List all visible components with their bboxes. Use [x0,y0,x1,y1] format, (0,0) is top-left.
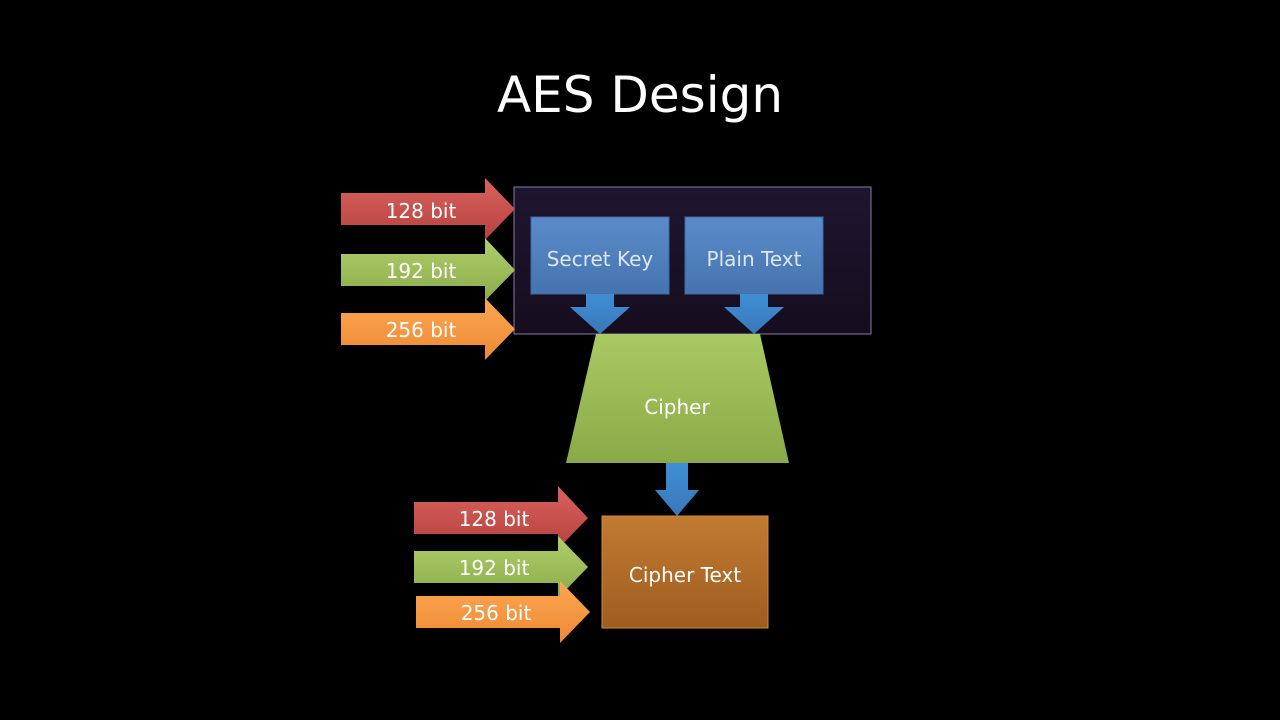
slide-title: AES Design [496,66,784,124]
bottom-arrow-128-label: 128 bit [459,507,530,531]
bottom-arrow-192-label: 192 bit [459,556,530,580]
secret-key-box: Secret Key [530,216,670,295]
plain-text-box: Plain Text [684,216,824,295]
top-arrow-192-label: 192 bit [386,259,457,283]
bottom-arrow-256: 256 bit [416,581,590,643]
cipher-text-box: Cipher Text [601,515,769,629]
cipher-block: Cipher [566,334,789,463]
bottom-arrow-192: 192 bit [414,536,588,598]
top-arrow-192: 192 bit [341,238,515,301]
top-arrow-128: 128 bit [341,178,515,240]
plain-text-label: Plain Text [707,247,802,271]
top-arrow-256: 256 bit [341,298,515,360]
bottom-arrow-128: 128 bit [414,486,588,549]
cipher-label: Cipher [644,395,710,419]
secret-key-label: Secret Key [547,247,654,271]
top-arrow-256-label: 256 bit [386,318,457,342]
bottom-arrow-256-label: 256 bit [461,601,532,625]
plain-text-down-arrow-icon [724,294,784,334]
cipher-down-arrow-icon [655,463,699,516]
top-arrow-128-label: 128 bit [386,199,457,223]
secret-key-down-arrow-icon [570,294,630,334]
cipher-text-label: Cipher Text [629,563,741,587]
